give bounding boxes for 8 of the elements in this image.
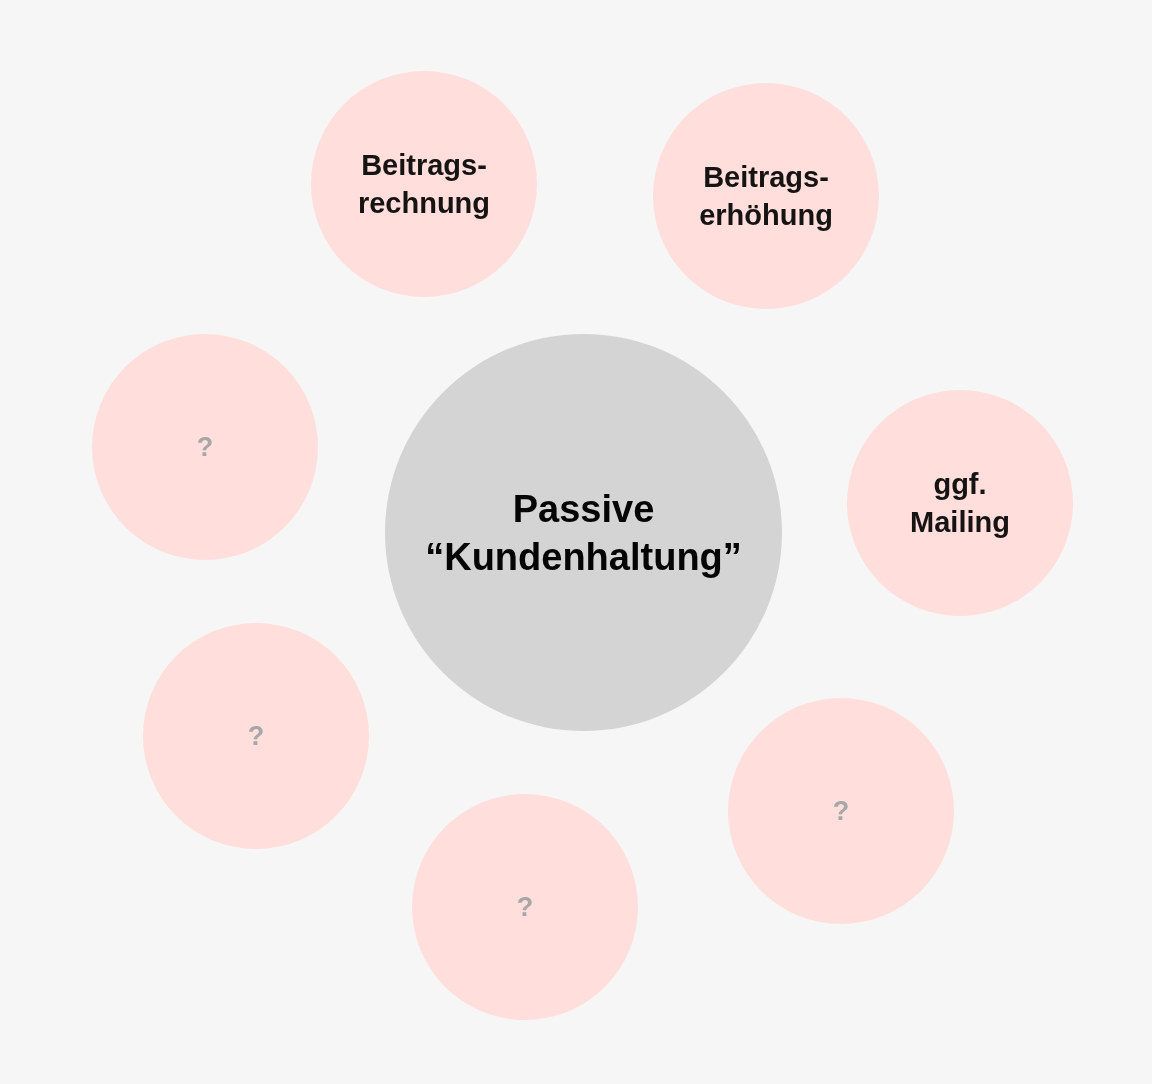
topic-label: ggf. Mailing: [909, 467, 1011, 540]
topic-label: Beitrags- rechnung: [356, 148, 492, 221]
topic-label: Beitrags- erhöhung: [698, 160, 834, 233]
placeholder-question-mark: ?: [515, 891, 535, 923]
center-label: Passive “Kundenhaltung”: [424, 486, 743, 580]
placeholder-question-mark: ?: [195, 431, 215, 463]
placeholder-question-mark: ?: [831, 795, 851, 827]
placeholder-question-mark: ?: [246, 720, 266, 752]
